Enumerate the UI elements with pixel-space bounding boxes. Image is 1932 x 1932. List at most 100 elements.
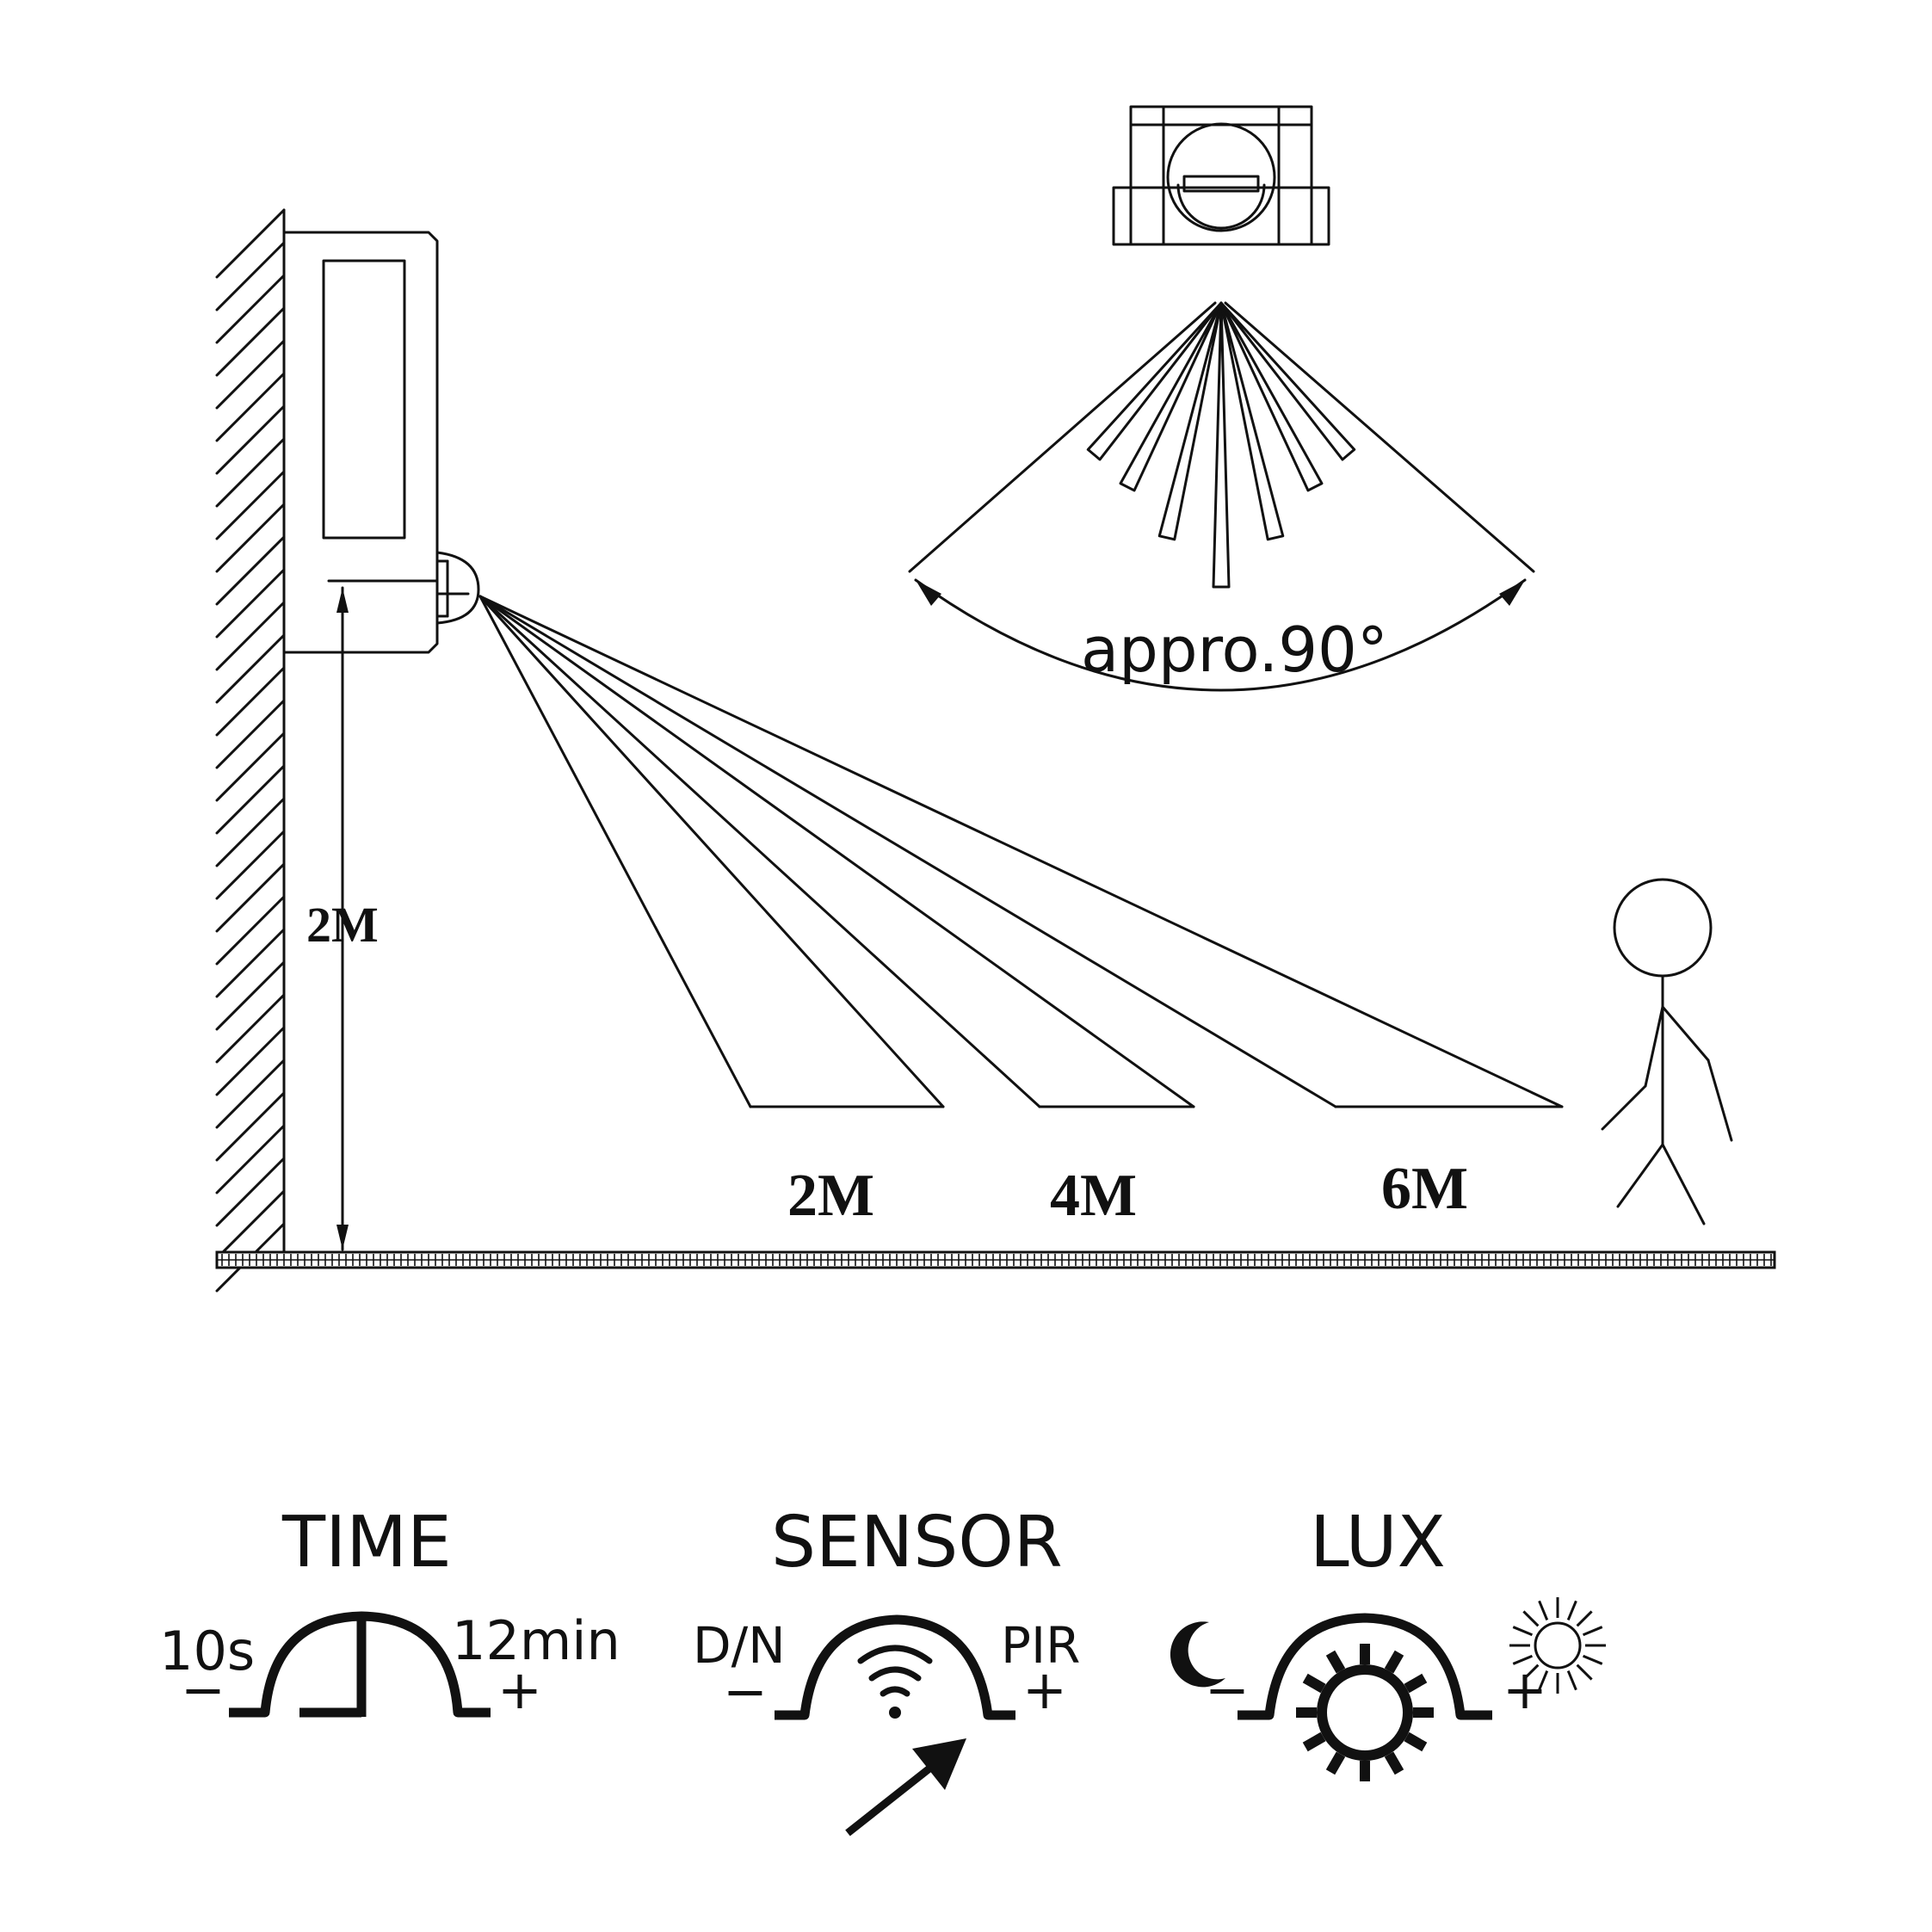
person-arm-right-upper: [1661, 1005, 1710, 1062]
sun-ray: [1512, 1626, 1534, 1637]
hatch-line: [215, 274, 286, 344]
hatch-line: [215, 960, 286, 1031]
top-sensor-body: [1129, 105, 1313, 246]
sensor-window: [322, 259, 406, 540]
angle-indicator: appro.90°: [908, 301, 1535, 692]
sensor-max-label: PIR: [1001, 1616, 1080, 1675]
sensor-housing: [282, 231, 439, 654]
angle-label: appro.90°: [1081, 614, 1388, 686]
hatched-wall: [215, 208, 286, 1293]
sun-gear-tooth: [1384, 1751, 1404, 1775]
hatch-line: [215, 503, 286, 573]
hatch-line: [215, 372, 286, 442]
detection-beams: 2M 4M 6M: [478, 595, 1564, 1229]
person-head: [1613, 878, 1713, 978]
sun-gear-tooth: [1404, 1731, 1428, 1752]
sun-gear-tooth: [1302, 1731, 1326, 1752]
beam-4m-near: [478, 595, 1041, 1108]
height-arrow-head-top: [336, 588, 349, 613]
arrow-icon: [845, 1738, 966, 1836]
hatch-line: [215, 535, 286, 606]
wifi-icon: [857, 1645, 933, 1719]
hatch-line: [215, 830, 286, 900]
wifi-arc-outer: [857, 1645, 933, 1664]
hatch-line: [215, 306, 286, 377]
detection-fan-top-view: [1086, 301, 1356, 589]
crescent-moon-icon: [1170, 1621, 1225, 1688]
wifi-arc-inner: [880, 1686, 910, 1697]
hatch-line: [215, 1157, 286, 1227]
wifi-dot: [889, 1707, 901, 1719]
arrow-head: [912, 1738, 966, 1790]
height-dimension: 2M: [306, 586, 379, 1251]
pir-sensor-top-view: [1112, 105, 1330, 246]
sun-small-core: [1534, 1621, 1582, 1670]
floor: [215, 1250, 1776, 1269]
time-max-label: 12min: [452, 1609, 620, 1672]
sun-ray: [1538, 1600, 1549, 1621]
angle-right-edge: [1224, 301, 1535, 573]
fan-beam: [1219, 301, 1285, 541]
person-arm-right-lower: [1707, 1059, 1733, 1142]
beam-2m-far: [478, 595, 945, 1108]
angle-arrow-right: [1499, 580, 1525, 606]
wall-hatching: [215, 208, 286, 1293]
sun-gear-tooth: [1404, 1673, 1428, 1694]
hatch-line: [215, 1124, 286, 1194]
hatch-line: [215, 241, 286, 312]
sun-ray: [1576, 1610, 1593, 1627]
hatch-line: [215, 568, 286, 639]
stick-figure: [1601, 878, 1733, 1225]
beam-6m-near: [478, 595, 1337, 1108]
sensor-dial[interactable]: [775, 1614, 1015, 1720]
fan-beam: [1219, 301, 1356, 461]
time-min-label: 10s: [159, 1620, 255, 1682]
sun-gear-tooth: [1325, 1751, 1346, 1775]
time-control: TIME 10s 12min − +: [159, 1502, 620, 1721]
time-plus: +: [497, 1658, 542, 1721]
sun-ray: [1582, 1626, 1603, 1637]
sensor-minus: −: [723, 1660, 768, 1723]
lux-title: LUX: [1310, 1502, 1446, 1583]
hatch-line: [215, 601, 286, 671]
top-sensor-ring: [1166, 122, 1276, 232]
hatch-line: [215, 1091, 286, 1162]
time-minus: −: [181, 1658, 225, 1721]
range-label-6m: 6M: [1381, 1156, 1468, 1222]
fan-beam: [1119, 301, 1223, 492]
sensor-control: SENSOR D/N PIR − +: [693, 1502, 1080, 1836]
sun-ray: [1522, 1663, 1540, 1681]
height-arrow-head-bottom: [336, 1225, 349, 1250]
sun-ray: [1566, 1600, 1577, 1621]
hatch-line: [215, 339, 286, 410]
arrow-shaft: [845, 1765, 932, 1836]
fan-beam: [1212, 301, 1231, 589]
hatch-line: [215, 699, 286, 769]
floor-pattern: [217, 1254, 1775, 1266]
hatch-line: [215, 862, 286, 933]
pir-sensor-side-view: [282, 231, 480, 654]
fan-beam: [1219, 301, 1324, 492]
hatch-line: [215, 437, 286, 508]
sensor-title: SENSOR: [771, 1502, 1063, 1583]
hatch-line: [215, 895, 286, 966]
top-sensor-base: [1112, 186, 1330, 246]
person-arm-left-lower: [1601, 1084, 1647, 1131]
lux-dial[interactable]: [1238, 1613, 1492, 1720]
hatch-line: [215, 993, 286, 1064]
beam-6m-far: [478, 595, 1564, 1108]
sun-icon: [1509, 1597, 1606, 1694]
top-sensor-lens-arc: [1176, 183, 1266, 230]
angle-left-edge: [908, 301, 1217, 573]
sun-gear-icon: [1296, 1644, 1434, 1781]
sun-ray: [1512, 1654, 1534, 1665]
person-leg-right: [1661, 1143, 1706, 1225]
sun-gear-tooth: [1302, 1673, 1326, 1694]
angle-arc: [914, 578, 1527, 692]
hatch-line: [215, 1026, 286, 1096]
fan-beam: [1086, 301, 1223, 461]
hatch-line: [215, 1059, 286, 1129]
sensor-plus: +: [1022, 1658, 1067, 1721]
